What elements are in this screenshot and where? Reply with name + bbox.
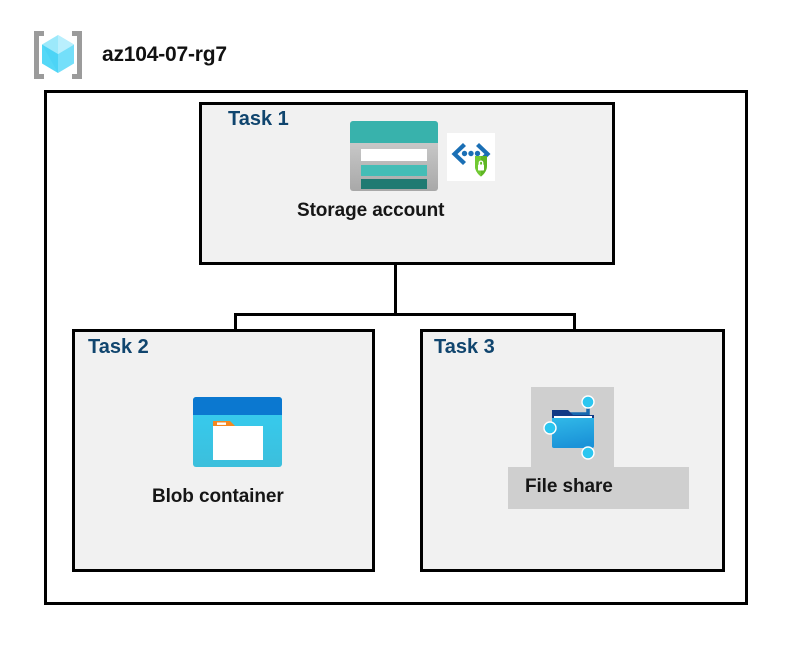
task-2-label: Task 2 xyxy=(88,336,149,358)
task-3-label: Task 3 xyxy=(434,336,495,358)
task-1-label: Task 1 xyxy=(228,108,289,130)
resource-group-title: az104-07-rg7 xyxy=(102,43,227,66)
connector-task1-trunk xyxy=(394,265,397,315)
file-share-icon xyxy=(536,390,610,464)
blob-container-icon xyxy=(192,396,283,468)
storage-account-icon xyxy=(349,120,439,192)
resource-group-header: az104-07-rg7 xyxy=(30,28,227,82)
storage-account-label: Storage account xyxy=(297,200,445,221)
file-share-label-highlight xyxy=(508,467,689,509)
resource-group-icon xyxy=(30,28,86,82)
file-share-label: File share xyxy=(525,476,613,497)
blob-container-label: Blob container xyxy=(152,486,284,507)
connector-horizontal-bus xyxy=(234,313,576,316)
secured-endpoint-icon xyxy=(447,133,495,181)
